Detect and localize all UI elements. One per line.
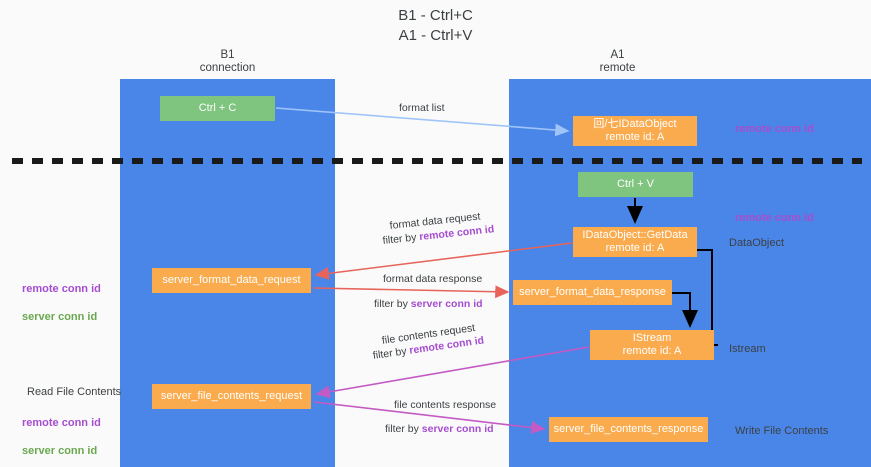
note-istream: Istream xyxy=(729,343,766,355)
node-idataobject-remote[interactable]: 回/七IDataObject remote id: A xyxy=(573,116,697,146)
arrow-label-format-data-response: format data response xyxy=(383,273,483,285)
node-server-format-data-request[interactable]: server_format_data_request xyxy=(152,268,311,293)
filter-prefix: filter by xyxy=(372,344,411,362)
note-dataobject: DataObject xyxy=(729,237,785,249)
node-server-format-data-response[interactable]: server_format_data_response xyxy=(513,280,672,305)
node-server-file-contents-request[interactable]: server_file_contents_request xyxy=(152,384,311,409)
lane-heading-a1: A1 remote xyxy=(599,49,636,74)
note-left-remote-conn-id-2: remote conn id xyxy=(22,417,101,429)
page-title: B1 - Ctrl+C A1 - Ctrl+V xyxy=(398,7,473,44)
note-left-conn-ids-upper: remote conn id server conn id xyxy=(22,268,101,324)
node-idataobject-getdata[interactable]: IDataObject::GetData remote id: A xyxy=(573,227,697,257)
note-left-conn-ids-lower: remote conn id server conn id xyxy=(22,402,101,458)
node-server-file-contents-response[interactable]: server_file_contents_response xyxy=(549,417,708,442)
note-read-file-contents: Read File Contents xyxy=(27,386,122,398)
arrow-label-format-data-response-filter: filter by server conn id xyxy=(374,297,483,311)
filter-value: server conn id xyxy=(410,298,483,310)
lane-heading-b1: B1 connection xyxy=(199,49,256,74)
note-left-server-conn-id: server conn id xyxy=(22,311,98,323)
node-istream-remote[interactable]: IStream remote id: A xyxy=(590,330,714,360)
note-write-file-contents: Write File Contents xyxy=(735,425,829,437)
arrow-label-format-list: format list xyxy=(399,102,445,114)
filter-prefix: filter by xyxy=(374,298,411,310)
note-left-server-conn-id-2: server conn id xyxy=(22,445,98,457)
note-left-remote-conn-id: remote conn id xyxy=(22,283,101,295)
node-ctrl-v[interactable]: Ctrl + V xyxy=(578,172,693,197)
arrow-label-file-contents-response: file contents response xyxy=(394,399,497,411)
filter-prefix: filter by xyxy=(382,231,420,247)
arrow-label-file-contents-response-filter: filter by server conn id xyxy=(385,422,494,436)
arrow-format-data-response xyxy=(313,285,510,299)
filter-prefix: filter by xyxy=(385,423,422,435)
node-ctrl-c[interactable]: Ctrl + C xyxy=(160,96,275,121)
note-remote-conn-id-mid: remote conn id xyxy=(735,212,814,224)
note-remote-conn-id-top: remote conn id xyxy=(735,123,814,135)
filter-value: server conn id xyxy=(421,423,494,435)
